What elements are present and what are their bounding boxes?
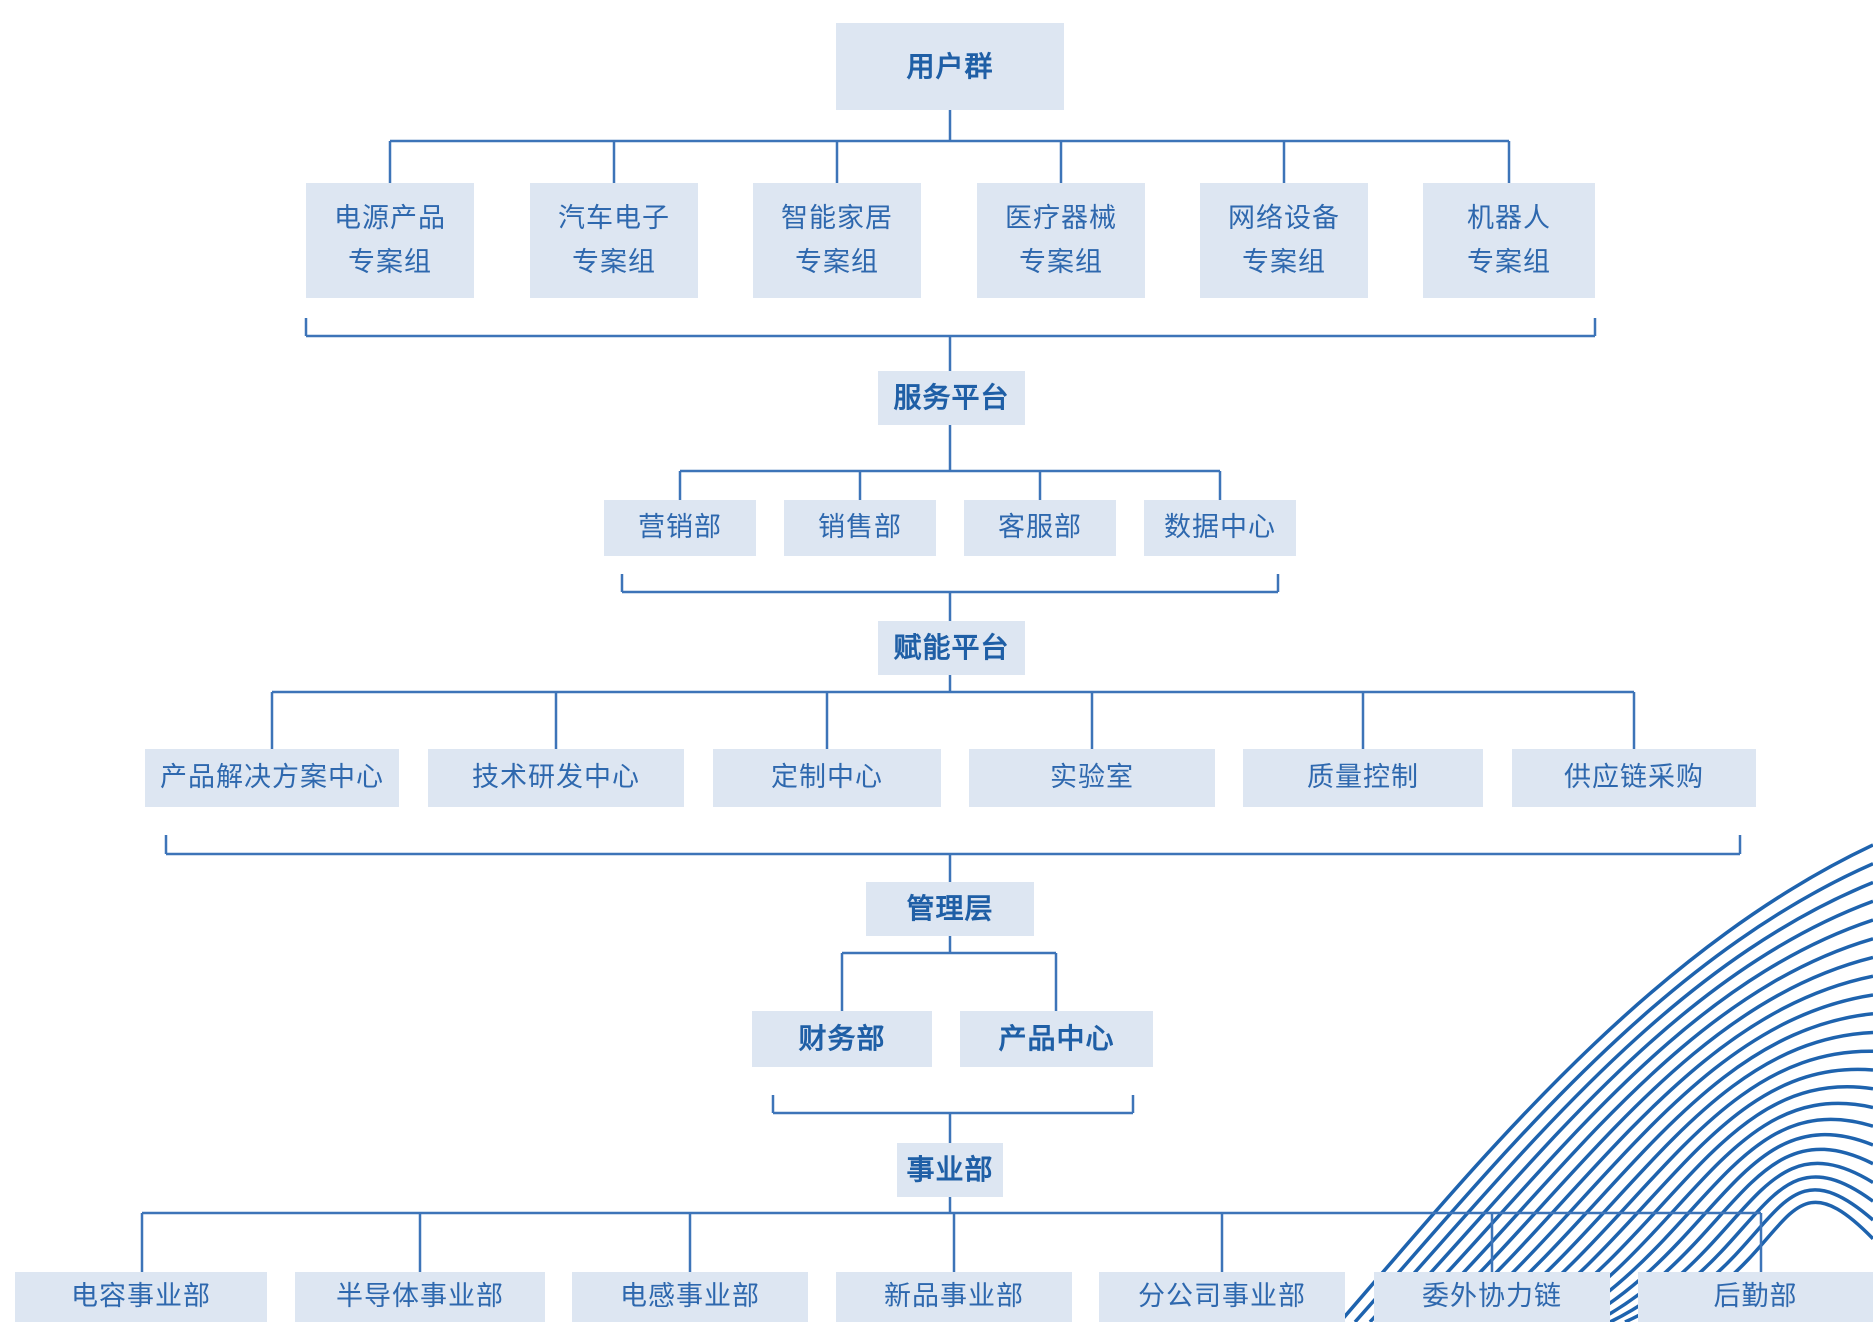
node-network-devices-line2: 专案组 (1242, 246, 1326, 278)
node-marketing: 营销部 (604, 500, 756, 556)
node-capacitor-division: 电容事业部 (15, 1272, 267, 1322)
node-smart-home-line2: 专案组 (795, 246, 879, 278)
node-sales-label: 销售部 (818, 512, 902, 543)
swoosh-stroke (1338, 843, 1873, 1322)
node-logistics: 后勤部 (1638, 1272, 1873, 1322)
node-supply-chain-procurement-label: 供应链采购 (1564, 762, 1704, 793)
node-product-center-label: 产品中心 (998, 1022, 1115, 1055)
swoosh-stroke (1443, 974, 1873, 1322)
node-auto-electronics-team: 汽车电子 专案组 (530, 183, 698, 298)
node-sales: 销售部 (784, 500, 936, 556)
node-product-solution-center: 产品解决方案中心 (145, 749, 399, 807)
node-laboratory: 实验室 (969, 749, 1215, 807)
node-medical-devices-line2: 专案组 (1019, 246, 1103, 278)
node-branch-company-division-label: 分公司事业部 (1138, 1281, 1306, 1312)
swoosh-stroke (1458, 993, 1873, 1322)
node-medical-devices-line1: 医疗器械 (1005, 202, 1117, 234)
node-auto-electronics-line1: 汽车电子 (558, 202, 670, 234)
node-tech-rnd-center-label: 技术研发中心 (472, 762, 640, 793)
swoosh-stroke (1564, 1117, 1873, 1322)
node-data-center-label: 数据中心 (1164, 512, 1276, 543)
node-semiconductor-division-label: 半导体事业部 (336, 1281, 504, 1312)
node-quality-control: 质量控制 (1243, 749, 1483, 807)
node-power-products-line2: 专案组 (348, 246, 432, 278)
node-network-devices-team: 网络设备 专案组 (1200, 183, 1368, 298)
node-management-title: 管理层 (906, 892, 994, 925)
node-robot-line2: 专案组 (1467, 246, 1551, 278)
node-customization-center-label: 定制中心 (771, 762, 883, 793)
node-customer-service: 客服部 (964, 500, 1116, 556)
node-inductor-division: 电感事业部 (572, 1272, 808, 1322)
node-service-platform: 服务平台 (878, 371, 1025, 425)
node-product-solution-center-label: 产品解决方案中心 (160, 762, 384, 793)
swoosh-stroke (1579, 1132, 1873, 1322)
node-quality-control-label: 质量控制 (1307, 762, 1419, 793)
swoosh-stroke (1353, 862, 1873, 1322)
node-smart-home-line1: 智能家居 (781, 202, 893, 234)
node-robot-team: 机器人 专案组 (1423, 183, 1595, 298)
node-tech-rnd-center: 技术研发中心 (428, 749, 684, 807)
node-capacitor-division-label: 电容事业部 (71, 1281, 211, 1312)
node-customer-service-label: 客服部 (998, 512, 1082, 543)
swoosh-stroke (1428, 955, 1873, 1322)
node-customization-center: 定制中心 (713, 749, 941, 807)
swoosh-stroke (1383, 899, 1873, 1322)
node-finance: 财务部 (752, 1011, 932, 1067)
node-inductor-division-label: 电感事业部 (620, 1281, 760, 1312)
node-auto-electronics-line2: 专案组 (572, 246, 656, 278)
node-new-products-division: 新品事业部 (836, 1272, 1072, 1322)
node-management: 管理层 (866, 882, 1034, 936)
node-branch-company-division: 分公司事业部 (1099, 1272, 1345, 1322)
node-business-division-title: 事业部 (906, 1153, 994, 1186)
node-semiconductor-division: 半导体事业部 (295, 1272, 545, 1322)
node-supply-chain-procurement: 供应链采购 (1512, 749, 1756, 807)
swoosh-stroke (1473, 1012, 1873, 1322)
node-user-group: 用户群 (836, 23, 1064, 110)
node-service-platform-title: 服务平台 (893, 381, 1010, 414)
node-product-center: 产品中心 (960, 1011, 1153, 1067)
decorative-swoosh (1338, 843, 1873, 1322)
swoosh-stroke (1398, 918, 1873, 1322)
node-business-division: 事业部 (897, 1143, 1003, 1197)
node-power-products-team: 电源产品 专案组 (306, 183, 474, 298)
node-outsourcing-chain-label: 委外协力链 (1422, 1281, 1562, 1312)
node-data-center: 数据中心 (1144, 500, 1296, 556)
node-network-devices-line1: 网络设备 (1228, 202, 1340, 234)
node-logistics-label: 后勤部 (1713, 1281, 1798, 1312)
node-finance-label: 财务部 (798, 1022, 886, 1055)
swoosh-stroke (1413, 937, 1873, 1322)
node-new-products-division-label: 新品事业部 (884, 1281, 1024, 1312)
node-enable-platform-title: 赋能平台 (893, 631, 1010, 664)
swoosh-stroke (1368, 880, 1873, 1322)
node-marketing-label: 营销部 (638, 512, 722, 543)
node-power-products-line1: 电源产品 (334, 202, 446, 234)
node-laboratory-label: 实验室 (1050, 762, 1134, 793)
node-user-group-title: 用户群 (906, 49, 994, 83)
node-enable-platform: 赋能平台 (878, 621, 1025, 675)
node-medical-devices-team: 医疗器械 专案组 (977, 183, 1145, 298)
node-outsourcing-chain: 委外协力链 (1374, 1272, 1610, 1322)
node-smart-home-team: 智能家居 专案组 (753, 183, 921, 298)
node-robot-line1: 机器人 (1467, 202, 1551, 234)
